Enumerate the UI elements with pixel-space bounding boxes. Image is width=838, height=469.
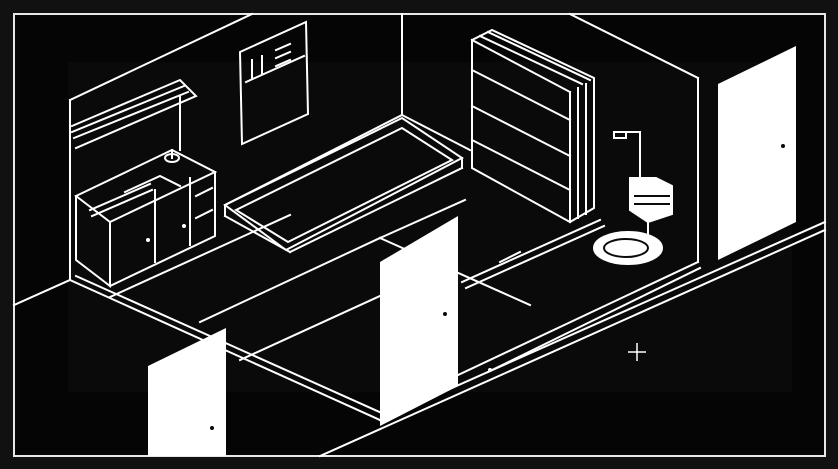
sink[interactable] xyxy=(164,149,180,163)
bathtub[interactable] xyxy=(223,116,464,254)
door-left-front[interactable] xyxy=(148,328,226,456)
kitchen-counter[interactable] xyxy=(74,148,218,289)
wall-calendar[interactable] xyxy=(238,20,310,146)
door-right[interactable] xyxy=(718,46,796,260)
shower-head[interactable] xyxy=(613,131,641,181)
toilet[interactable] xyxy=(593,177,673,265)
crosshair-icon xyxy=(628,343,646,361)
room-floor xyxy=(68,198,827,458)
door-middle[interactable] xyxy=(380,216,458,426)
room-walls xyxy=(12,12,700,307)
wall-shelf[interactable] xyxy=(70,78,198,151)
floor-dot xyxy=(488,368,492,372)
bookshelf[interactable] xyxy=(470,28,595,224)
